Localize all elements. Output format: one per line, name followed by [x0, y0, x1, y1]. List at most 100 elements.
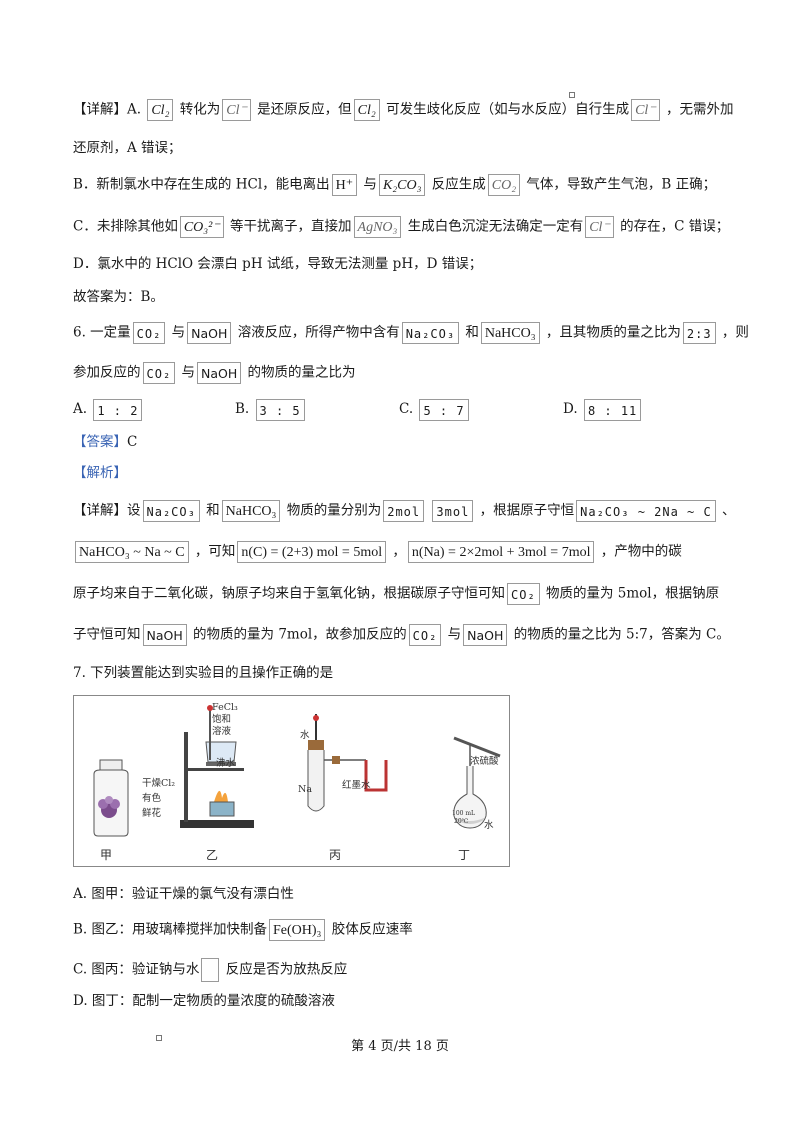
text: 原子均来自于二氧化碳，钠原子均来自于氢氧化钠，根据碳原子守恒可知 [73, 585, 505, 602]
formula-box: CO₂ [408, 624, 442, 646]
text: 物质的量分别为 [282, 502, 382, 519]
formula-box: NaOH [196, 362, 242, 384]
label-solution: 溶液 [212, 726, 232, 737]
text: ， [388, 543, 406, 560]
text: ，且其物质的量之比为 [541, 324, 681, 341]
formula-box: NaHCO₃ [480, 322, 540, 344]
label-flask-temp: 20℃ [454, 818, 469, 825]
q7-option-d[interactable]: D. 图丁：配制一定物质的量浓度的硫酸溶液 [73, 991, 335, 1011]
label-flask-volume: 100 mL [452, 810, 476, 817]
q7-figure: 干燥Cl₂ 有色 鲜花 FeCl₃ 饱和 溶液 沸水 水 Na 红墨水 浓硫酸 … [73, 695, 510, 867]
q6-option-b[interactable]: B. 3 : 5 [235, 398, 307, 421]
option-label: D. [563, 401, 578, 417]
text: ，可知 [190, 543, 236, 560]
label-saturated: 饱和 [212, 714, 232, 725]
text: C. 图丙：验证钠与水 [73, 961, 200, 978]
text: 参加反应的 [73, 364, 141, 381]
text: 子守恒可知 [73, 626, 141, 643]
q7-stem: 7. 下列装置能达到实验目的且操作正确的是 [73, 665, 334, 681]
figure-label-jia: 甲 [100, 848, 113, 862]
formula-box: n(C) = (2+3) mol = 5mol [237, 541, 387, 563]
label-colored: 有色 [142, 793, 162, 804]
text: 反应是否为放热反应 [221, 961, 348, 978]
q6-option-d[interactable]: D. 8 : 11 [563, 398, 643, 421]
option-value: 1 : 2 [93, 398, 143, 421]
formula-box: CO₂ [507, 583, 540, 605]
q6-option-c[interactable]: C. 5 : 7 [399, 398, 471, 421]
text: 反应生成 [427, 176, 486, 193]
text: D. 图丁：配制一定物质的量浓度的硫酸溶液 [73, 993, 335, 1009]
test-tube-apparatus [307, 714, 388, 812]
text: 的物质的量之比为 [243, 364, 356, 381]
text: 转化为 [175, 101, 221, 118]
answer-summary: 故答案为：B。 [73, 289, 164, 305]
label-boiling-water: 沸水 [216, 758, 236, 769]
text: ，则 [717, 324, 749, 341]
volumetric-flask-apparatus [453, 736, 501, 829]
page-footer: 第 4 页/共 18 页 [351, 1039, 449, 1054]
label-fecl3: FeCl₃ [212, 702, 238, 713]
figure-label-ding: 丁 [458, 848, 471, 862]
text: 、 [717, 502, 736, 519]
text: 生成白色沉淀无法确定一定有 [403, 218, 584, 235]
formula-box: CO₃²⁻ [179, 216, 224, 238]
text: ，无需外加 [661, 101, 734, 118]
text: 的存在，C 错误； [615, 218, 730, 235]
analysis-tag: 【解析】 [73, 465, 127, 481]
text: 和 [201, 502, 220, 519]
margin-marker [569, 92, 575, 98]
bottle-apparatus [93, 759, 129, 837]
option-label: B. [235, 401, 250, 417]
formula-box: Cl⁻ [222, 99, 251, 121]
figure-label-bing: 丙 [329, 848, 342, 862]
label-red-ink: 红墨水 [342, 780, 371, 791]
text: 的物质的量为 7mol，故参加反应的 [188, 626, 407, 643]
formula-box: Na₂CO₃ ~ 2Na ~ C [576, 500, 716, 522]
text: 胶体反应速率 [327, 921, 413, 938]
formula-box: K₂CO₃ [378, 174, 426, 196]
answer-tag: 【答案】 [73, 434, 127, 450]
formula-box: CO₂ [142, 362, 176, 384]
text: 与 [167, 324, 186, 341]
formula-box: Na₂CO₃ [401, 322, 460, 344]
formula-box: Fe(OH)₃ [269, 919, 326, 941]
detail-a-line2: 还原剂，A 错误； [73, 140, 182, 156]
text: 的物质的量之比为 5:7，答案为 C。 [509, 626, 730, 643]
text: 【详解】A. [73, 101, 146, 118]
text: 物质的量为 5mol，根据钠原 [541, 585, 720, 602]
text: 6. 一定量 [73, 324, 131, 341]
answer-value: C [127, 434, 138, 450]
text: 是还原反应，但 [252, 101, 352, 118]
formula-box: CO₂ [132, 322, 166, 344]
option-value: 3 : 5 [255, 398, 305, 421]
text: 【详解】设 [73, 502, 141, 519]
option-value: 5 : 7 [419, 398, 469, 421]
label-flower: 鲜花 [142, 808, 162, 819]
q6-option-a[interactable]: A. 1 : 2 [73, 398, 144, 421]
text: 与 [443, 626, 462, 643]
formula-box: H⁺ [331, 174, 358, 196]
formula-box: CO₂ [487, 174, 521, 196]
text: ，根据原子守恒 [475, 502, 575, 519]
q7-option-a[interactable]: A. 图甲：验证干燥的氯气没有漂白性 [73, 884, 294, 904]
formula-box: 3mol [432, 500, 474, 522]
formula-box: 2mol [383, 500, 425, 522]
formula-box: NaOH [463, 624, 508, 646]
answer-line: 【答案】C [73, 432, 137, 452]
formula-box: NaHCO₃ [221, 500, 281, 522]
margin-marker [156, 1035, 162, 1041]
text: 气体，导致产生气泡，B 正确； [522, 176, 717, 193]
option-label: A. [73, 401, 88, 417]
q7-option-c[interactable]: C. 图丙：验证钠与水 反应是否为放热反应 [73, 958, 347, 982]
text: B．新制氯水中存在生成的 HCl，能电离出 [73, 176, 330, 193]
text: 与 [359, 176, 377, 193]
text: C．未排除其他如 [73, 218, 178, 235]
label-flask-water: 水 [484, 820, 494, 831]
text [426, 503, 430, 519]
